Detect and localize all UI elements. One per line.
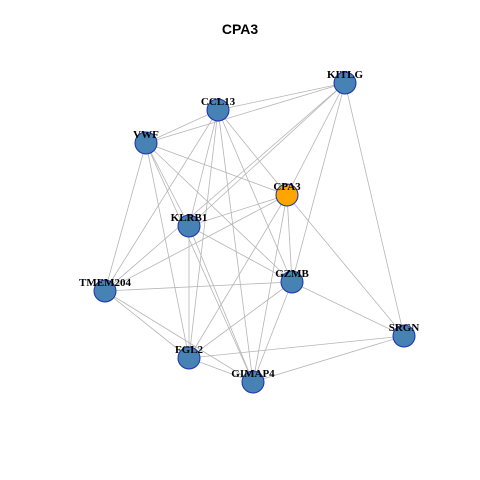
edge-kitlg-cpa3 xyxy=(286,82,346,196)
edge-vwf-klrb1 xyxy=(145,142,190,227)
node-label-gimap4: GIMAP4 xyxy=(231,368,275,380)
edge-cpa3-klrb1 xyxy=(188,194,288,227)
edge-kitlg-srgn xyxy=(344,82,405,337)
node-tmem204: TMEM204 xyxy=(79,277,131,303)
edge-layer xyxy=(104,82,405,383)
edge-klrb1-gzmb xyxy=(188,225,293,283)
node-klrb1: KLRB1 xyxy=(171,212,208,238)
node-cpa3: CPA3 xyxy=(273,181,301,207)
edge-ccl13-gzmb xyxy=(217,109,293,283)
edge-gzmb-gimap4 xyxy=(252,281,293,383)
edge-vwf-cpa3 xyxy=(145,142,288,196)
node-label-cpa3: CPA3 xyxy=(273,181,301,193)
node-circle-fgl2 xyxy=(177,346,201,370)
edge-gzmb-fgl2 xyxy=(188,281,293,359)
edge-klrb1-gimap4 xyxy=(188,225,254,383)
edge-ccl13-klrb1 xyxy=(188,109,219,227)
edge-kitlg-klrb1 xyxy=(188,82,346,227)
node-circle-vwf xyxy=(134,131,158,155)
node-label-klrb1: KLRB1 xyxy=(171,212,208,224)
node-circle-gimap4 xyxy=(241,370,265,394)
node-gzmb: GZMB xyxy=(275,268,309,294)
node-label-vwf: VWF xyxy=(133,129,159,141)
node-circle-tmem204 xyxy=(93,279,117,303)
edge-srgn-fgl2 xyxy=(188,335,405,359)
edge-kitlg-vwf xyxy=(145,82,346,144)
edge-ccl13-cpa3 xyxy=(217,109,288,196)
node-label-ccl13: CCL13 xyxy=(201,96,236,108)
edge-vwf-gzmb xyxy=(145,142,293,283)
node-srgn: SRGN xyxy=(389,322,420,348)
node-circle-ccl13 xyxy=(206,98,230,122)
edge-cpa3-gzmb xyxy=(286,194,293,283)
node-circle-cpa3 xyxy=(275,183,299,207)
edge-cpa3-srgn xyxy=(286,194,405,337)
edge-tmem204-gimap4 xyxy=(104,290,254,383)
edge-ccl13-gimap4 xyxy=(217,109,254,383)
node-gimap4: GIMAP4 xyxy=(231,368,275,394)
node-circle-srgn xyxy=(392,324,416,348)
chart-title: CPA3 xyxy=(221,21,259,37)
edge-tmem204-gzmb xyxy=(104,281,293,292)
node-circle-kitlg xyxy=(333,71,357,95)
edge-ccl13-tmem204 xyxy=(104,109,219,292)
node-kitlg: KITLG xyxy=(327,69,364,95)
edge-vwf-gimap4 xyxy=(145,142,254,383)
edge-ccl13-vwf xyxy=(145,109,219,144)
node-circle-klrb1 xyxy=(177,214,201,238)
node-ccl13: CCL13 xyxy=(201,96,236,122)
edge-kitlg-ccl13 xyxy=(217,82,346,111)
edge-tmem204-fgl2 xyxy=(104,290,190,359)
node-vwf: VWF xyxy=(133,129,159,155)
node-fgl2: FGL2 xyxy=(175,344,204,370)
node-circle-gzmb xyxy=(280,270,304,294)
edge-vwf-tmem204 xyxy=(104,142,147,292)
node-label-kitlg: KITLG xyxy=(327,69,364,81)
edge-vwf-fgl2 xyxy=(145,142,190,359)
node-label-gzmb: GZMB xyxy=(275,268,309,280)
edge-kitlg-gzmb xyxy=(291,82,346,283)
node-label-fgl2: FGL2 xyxy=(175,344,204,356)
edge-gzmb-srgn xyxy=(291,281,405,337)
node-label-srgn: SRGN xyxy=(389,322,420,334)
node-label-tmem204: TMEM204 xyxy=(79,277,131,289)
edge-cpa3-fgl2 xyxy=(188,194,288,359)
edge-kitlg-tmem204 xyxy=(104,82,346,292)
edge-srgn-gimap4 xyxy=(252,335,405,383)
